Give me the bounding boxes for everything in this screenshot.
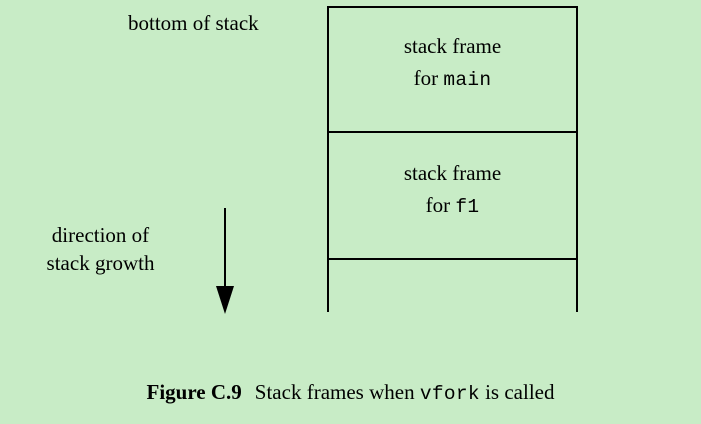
stack-frame-main-line2: for main	[329, 68, 576, 91]
stack-frame-open	[327, 260, 578, 312]
figure-caption-code: vfork	[419, 383, 480, 405]
figure-caption-text-after: is called	[479, 380, 555, 404]
figure-caption-text-before: Stack frames when	[254, 380, 420, 404]
stack-frame-main-line1: stack frame	[403, 34, 502, 58]
stack-growth-label: direction of stack growth	[8, 222, 193, 277]
stack-frame-main-text: stack frame for main	[329, 36, 576, 91]
stack-frame-f1-line1: stack frame	[403, 161, 502, 185]
figure-caption-number: Figure C.9	[146, 380, 242, 404]
stack-frame-f1: stack frame for f1	[327, 133, 578, 260]
stack-growth-label-line2: stack growth	[46, 250, 155, 275]
down-arrow-icon	[216, 208, 234, 314]
stack-frame-main: stack frame for main	[327, 6, 578, 133]
stack-frame-f1-text: stack frame for f1	[329, 163, 576, 218]
stack-frame-f1-line2: for f1	[329, 195, 576, 218]
figure-caption: Figure C.9 Stack frames when vfork is cal…	[0, 380, 701, 405]
stack-column: stack frame for main stack frame for f1	[327, 6, 578, 312]
stack-frame-f1-line2-prefix: for	[425, 193, 456, 217]
stack-frame-main-line2-prefix: for	[413, 66, 444, 90]
stack-growth-label-line1: direction of	[51, 223, 150, 247]
stack-frame-f1-function-name: f1	[455, 196, 480, 218]
stack-frame-main-function-name: main	[443, 69, 492, 91]
bottom-of-stack-label: bottom of stack	[128, 11, 259, 35]
